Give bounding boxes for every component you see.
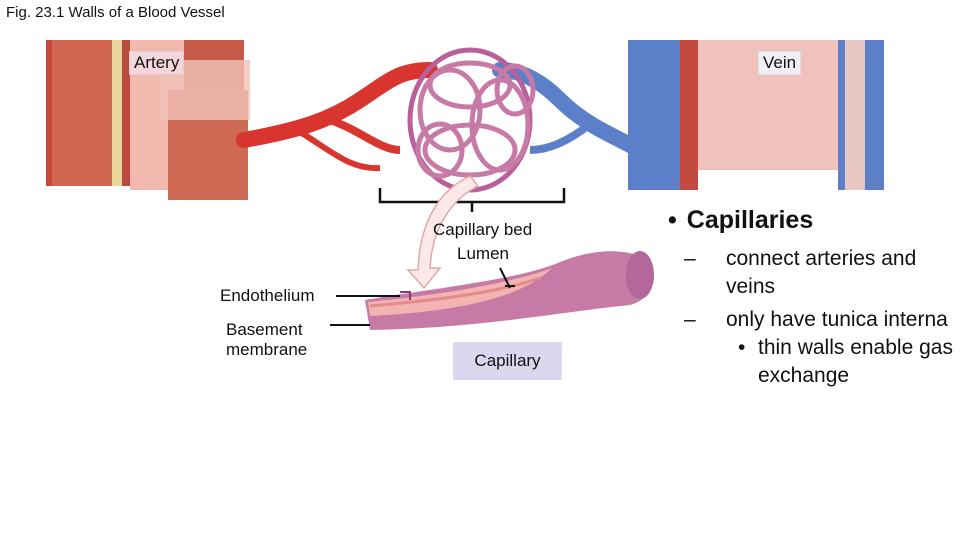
note-text: connect arteries and veins (726, 247, 917, 299)
note-point: – connect arteries and veins (684, 245, 958, 302)
vein-wall-illustration (628, 40, 884, 190)
bullet-marker: • (668, 206, 677, 234)
capillary-tube (365, 251, 654, 330)
notes-list: • Capillaries – connect arteries and vei… (668, 206, 958, 391)
vein-label: Vein (758, 51, 802, 75)
lumen-pointer (499, 267, 515, 289)
bullet-marker: • (738, 336, 746, 360)
capillary-label: Capillary (453, 342, 562, 380)
capillary-bed-bracket (378, 188, 566, 212)
arteriole (236, 62, 438, 148)
pointer-arrow (406, 175, 480, 290)
note-text: only have tunica interna (726, 307, 948, 331)
capillary-bed-label: Capillary bed (433, 220, 533, 239)
dash-marker: – (684, 307, 696, 331)
figure-caption: Fig. 23.1 Walls of a Blood Vessel (6, 4, 225, 21)
basement-membrane-label: Basement membrane (226, 320, 308, 360)
artery-label: Artery (129, 51, 185, 75)
dash-marker: – (684, 247, 696, 270)
note-point: – only have tunica interna (684, 306, 958, 334)
capillary-network (407, 47, 536, 193)
venule (492, 62, 648, 158)
notes-heading: • Capillaries (668, 206, 958, 235)
note-subpoint: • thin walls enable gas exchange (738, 334, 958, 391)
lumen-label: Lumen (457, 244, 509, 263)
endothelium-label: Endothelium (220, 286, 315, 305)
subpoint-text: thin walls enable gas exchange (758, 336, 953, 388)
heading-text: Capillaries (686, 206, 814, 234)
